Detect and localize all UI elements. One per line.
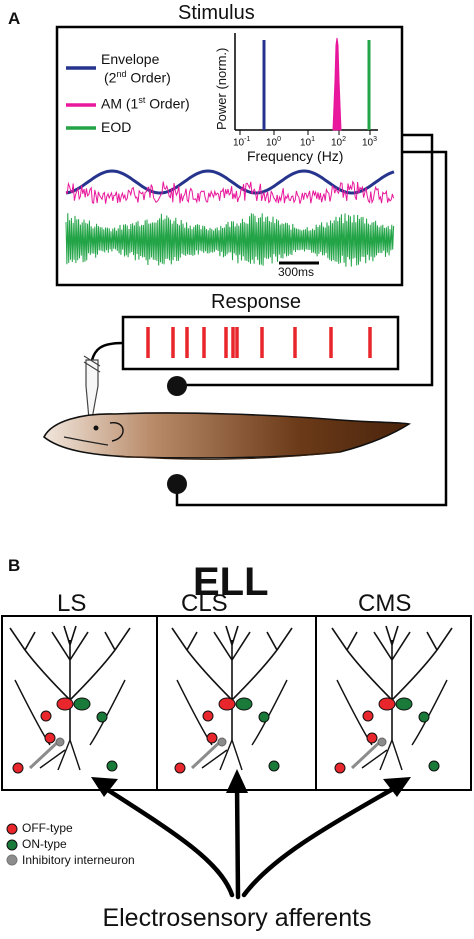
inset-tick-2: 100 bbox=[266, 136, 282, 149]
on-type-neuron bbox=[258, 711, 270, 723]
off-type-neuron bbox=[218, 697, 236, 711]
response-title: Response bbox=[211, 291, 302, 313]
arrow-heads bbox=[91, 769, 411, 797]
on-type-neuron bbox=[268, 760, 280, 772]
eod-trace bbox=[65, 213, 395, 267]
dendritic-tree bbox=[9, 625, 131, 740]
axon-branch bbox=[336, 679, 448, 771]
inset-ylabel: Power (norm.) bbox=[214, 47, 229, 130]
interneuron bbox=[217, 737, 227, 747]
off-type-neuron bbox=[362, 710, 374, 722]
afferent-arrows bbox=[97, 780, 403, 900]
off-type-neuron bbox=[56, 697, 74, 711]
axon-branch bbox=[14, 679, 126, 771]
am-trace bbox=[65, 180, 395, 205]
dendritic-tree bbox=[331, 625, 453, 740]
off-type-neuron bbox=[334, 762, 346, 774]
afferents-caption: Electrosensory afferents bbox=[102, 904, 372, 932]
scale-bar-label: 300ms bbox=[278, 265, 315, 279]
off-type-neuron bbox=[206, 732, 218, 744]
panel-a-letter: A bbox=[8, 9, 21, 28]
inset-tick-3: 101 bbox=[300, 136, 316, 149]
legend-off-label: OFF-type bbox=[22, 821, 73, 835]
electrode-top bbox=[167, 376, 187, 396]
interneuron-process bbox=[350, 738, 384, 770]
legend-inhibitory-label: Inhibitory interneuron bbox=[22, 853, 135, 867]
am-peak bbox=[332, 37, 342, 131]
legend-envelope-order: (2nd Order) bbox=[104, 69, 171, 86]
stimulus-title: Stimulus bbox=[178, 2, 255, 24]
segment-label-ls: LS bbox=[57, 590, 87, 617]
interneuron bbox=[377, 737, 387, 747]
inset-tick-5: 103 bbox=[362, 136, 378, 149]
interneuron-process bbox=[28, 738, 62, 770]
on-type-neuron bbox=[235, 697, 253, 711]
legend-eod-label: EOD bbox=[101, 119, 132, 135]
interneuron bbox=[55, 737, 65, 747]
fish bbox=[42, 412, 412, 460]
off-type-neuron bbox=[40, 710, 52, 722]
legend-envelope-label: Envelope bbox=[101, 51, 160, 67]
interneuron-process bbox=[190, 738, 224, 770]
response-spikes bbox=[146, 327, 372, 358]
legend-on-dot bbox=[6, 839, 18, 851]
inset-spectrum bbox=[234, 33, 378, 135]
dendritic-tree bbox=[171, 625, 293, 740]
inset-xlabel: Frequency (Hz) bbox=[247, 148, 344, 164]
wiring bbox=[90, 133, 448, 507]
panel-b-letter: B bbox=[8, 556, 21, 575]
legend-inhibitory-dot bbox=[6, 854, 18, 866]
off-type-neuron bbox=[12, 762, 24, 774]
off-type-neuron bbox=[44, 732, 56, 744]
on-type-neuron bbox=[428, 760, 440, 772]
legend-am-label: AM (1st Order) bbox=[101, 95, 190, 112]
segment-label-cms: CMS bbox=[358, 590, 412, 617]
on-type-neuron bbox=[418, 711, 430, 723]
on-type-neuron bbox=[395, 697, 413, 711]
legend-off-dot bbox=[6, 823, 18, 835]
inset-tick-4: 102 bbox=[331, 136, 347, 149]
off-type-neuron bbox=[174, 762, 186, 774]
recording-probe bbox=[83, 355, 101, 431]
inset-tick-1: 10-1 bbox=[233, 136, 251, 149]
legend-on-label: ON-type bbox=[22, 837, 67, 851]
on-type-neuron bbox=[106, 760, 118, 772]
electrode-bottom bbox=[167, 474, 187, 494]
off-type-neuron bbox=[202, 710, 214, 722]
axon-branch bbox=[176, 679, 288, 771]
segment-label-cls: CLS bbox=[181, 590, 228, 617]
ell-neurons bbox=[9, 625, 453, 774]
on-type-neuron bbox=[96, 711, 108, 723]
off-type-neuron bbox=[366, 732, 378, 744]
on-type-neuron bbox=[73, 697, 91, 711]
off-type-neuron bbox=[378, 697, 396, 711]
ell-title: ELL bbox=[193, 560, 269, 604]
